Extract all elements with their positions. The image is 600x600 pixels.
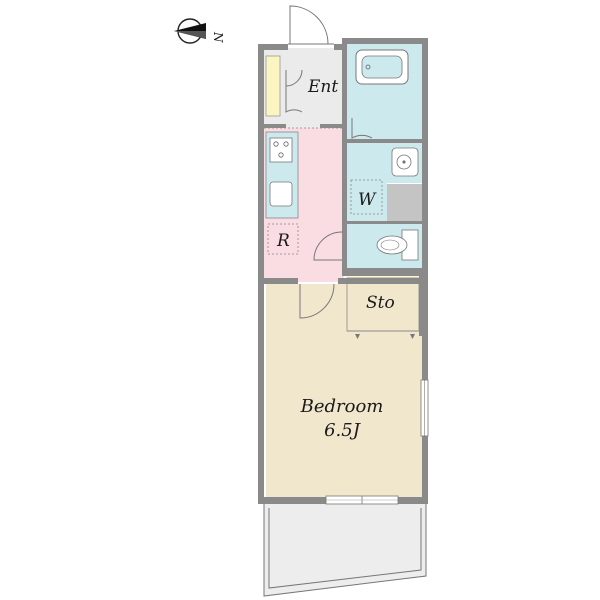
washroom-area xyxy=(347,143,387,221)
bedroom-area xyxy=(266,284,422,497)
refrigerator-space xyxy=(267,223,299,255)
storage-door-marks xyxy=(347,330,419,339)
refrigerator-label: R xyxy=(276,231,290,251)
toilet xyxy=(376,229,419,261)
balcony-railing-inner xyxy=(268,508,422,589)
balcony-area xyxy=(264,504,426,596)
shoe-box xyxy=(265,55,281,117)
entrance-door xyxy=(288,5,334,45)
balcony-railing xyxy=(263,504,427,597)
bedroom-name-label: Bedroom xyxy=(300,396,384,417)
bedroom-window xyxy=(420,379,429,437)
wash-basin xyxy=(391,147,419,177)
kitchen-counter xyxy=(265,131,299,219)
washing-machine-space xyxy=(350,179,383,215)
entrance-label: Ent xyxy=(307,77,338,97)
bedroom-size-label: 6.5J xyxy=(324,420,362,441)
washroom-label: W xyxy=(358,190,377,210)
bathtub xyxy=(355,49,409,85)
entrance-inner-door xyxy=(285,69,303,113)
bedroom-door xyxy=(299,283,335,319)
balcony-sliding-door xyxy=(325,495,399,505)
toilet-door xyxy=(313,231,343,261)
pipe-shaft xyxy=(387,184,422,222)
compass-label: N xyxy=(211,31,225,43)
north-arrow-icon xyxy=(174,18,206,44)
bath-door xyxy=(351,118,373,139)
storage-label: Sto xyxy=(366,293,395,313)
